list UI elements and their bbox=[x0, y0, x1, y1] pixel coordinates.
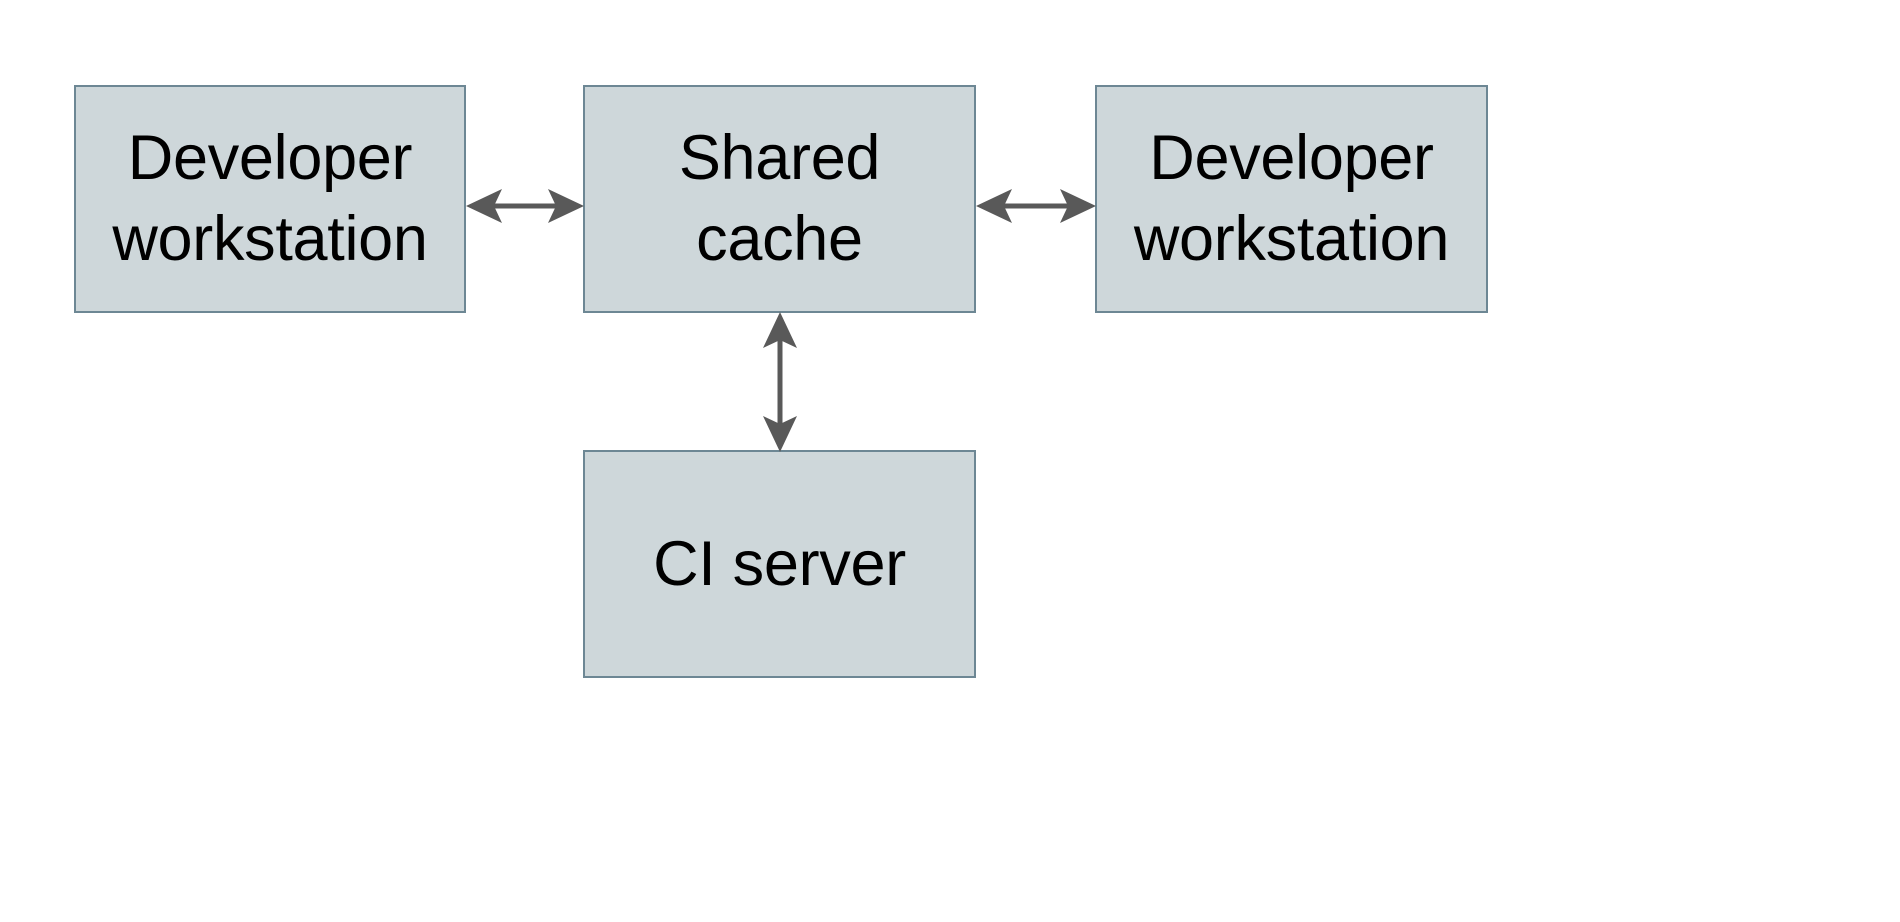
connector-left-workstation-to-shared-cache[interactable] bbox=[466, 178, 584, 234]
arrow-head-up-icon bbox=[763, 312, 797, 348]
arrow-head-right-icon bbox=[548, 189, 584, 223]
connector-shared-cache-to-right-workstation[interactable] bbox=[976, 178, 1096, 234]
arrow-head-left-icon bbox=[976, 189, 1012, 223]
node-developer-workstation-left[interactable]: Developer workstation bbox=[74, 85, 466, 313]
node-developer-workstation-right[interactable]: Developer workstation bbox=[1095, 85, 1488, 313]
arrow-head-left-icon bbox=[466, 189, 502, 223]
arrow-head-right-icon bbox=[1060, 189, 1096, 223]
node-ci-server[interactable]: CI server bbox=[583, 450, 976, 678]
arrow-head-down-icon bbox=[763, 416, 797, 452]
node-shared-cache[interactable]: Shared cache bbox=[583, 85, 976, 313]
connector-shared-cache-to-ci-server[interactable] bbox=[752, 312, 808, 452]
